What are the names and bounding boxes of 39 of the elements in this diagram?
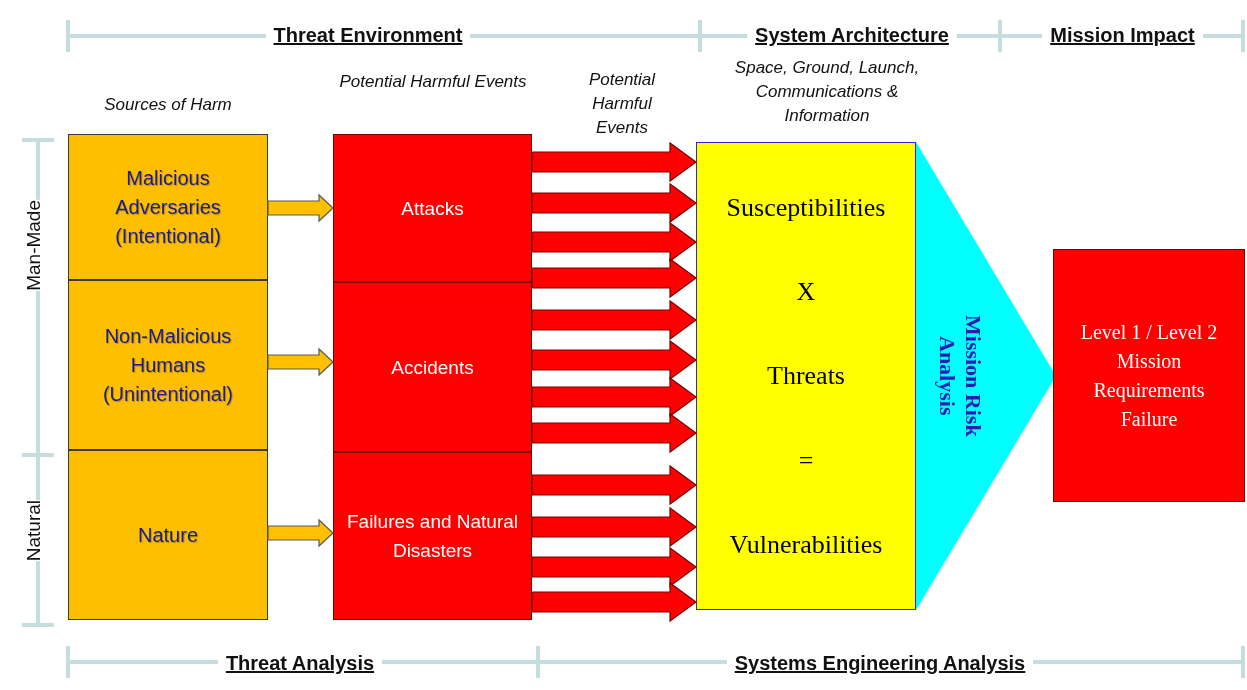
formula-term: Susceptibilities: [726, 192, 886, 225]
formula-term: X: [796, 276, 816, 309]
column-heading: Space, Ground, Launch, Communications & Information: [733, 57, 921, 127]
source-box: [68, 134, 268, 280]
block-arrow: [531, 141, 697, 183]
formula-term: Threats: [767, 360, 845, 393]
source-box: [68, 280, 268, 450]
block-arrow: [531, 412, 697, 454]
block-arrow: [531, 339, 697, 381]
column-heading: Potential Harmful Events: [587, 69, 657, 139]
source-label: Non-Malicious Humans (Unintentional): [101, 323, 235, 407]
formula-box: [696, 142, 916, 610]
event-box: [333, 452, 532, 620]
outcome-label: Level 1 / Level 2 Mission Requirements Failure: [1079, 319, 1219, 432]
arrow: [267, 193, 334, 223]
block-arrow: [531, 506, 697, 548]
block-arrow: [531, 182, 697, 224]
source-box: [68, 450, 268, 620]
outcome-box: [1053, 249, 1245, 502]
block-arrow: [531, 257, 697, 299]
source-label: Nature: [138, 522, 198, 548]
arrow: [267, 518, 334, 548]
event-label: Attacks: [401, 196, 464, 221]
arrow: [267, 347, 334, 377]
event-label: Failures and Natural Disasters: [346, 510, 519, 563]
block-arrow: [531, 299, 697, 341]
block-arrow: [531, 221, 697, 263]
block-arrow: [531, 581, 697, 623]
block-arrow: [531, 376, 697, 418]
formula-term: =: [798, 444, 814, 477]
source-label: Malicious Adversaries (Intentional): [114, 165, 222, 249]
analysis-label: Mission Risk Analysis: [934, 314, 986, 439]
block-arrow: [531, 464, 697, 506]
formula-term: Vulnerabilities: [729, 528, 883, 561]
column-heading: Potential Harmful Events: [339, 71, 527, 93]
event-label: Accidents: [391, 355, 474, 380]
column-heading: Sources of Harm: [104, 94, 232, 116]
event-box: [333, 134, 532, 282]
event-box: [333, 282, 532, 452]
